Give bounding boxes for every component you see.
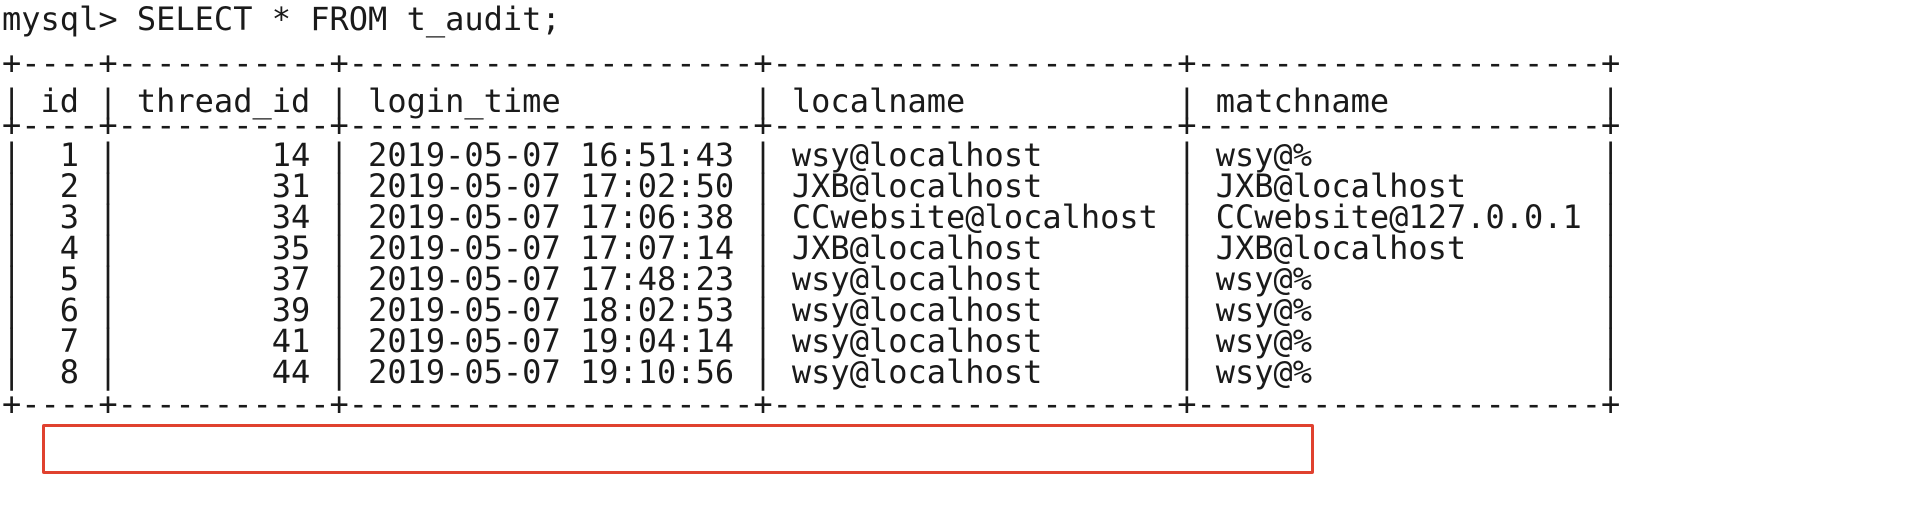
table-row: | 4 | 35 | 2019-05-07 17:07:14 | JXB@loc… bbox=[2, 229, 1621, 267]
table-border-top: +----+-----------+---------------------+… bbox=[2, 44, 1621, 82]
table-border-header: +----+-----------+---------------------+… bbox=[2, 106, 1621, 144]
table-row: | 5 | 37 | 2019-05-07 17:48:23 | wsy@loc… bbox=[2, 260, 1621, 298]
table-border-bottom: +----+-----------+---------------------+… bbox=[2, 385, 1621, 423]
table-row: | 8 | 44 | 2019-05-07 19:10:56 | wsy@loc… bbox=[2, 353, 1621, 391]
table-header-row: | id | thread_id | login_time | localnam… bbox=[2, 82, 1621, 120]
table-row: | 6 | 39 | 2019-05-07 18:02:53 | wsy@loc… bbox=[2, 291, 1621, 329]
table-row: | 3 | 34 | 2019-05-07 17:06:38 | CCwebsi… bbox=[2, 198, 1621, 236]
table-row: | 2 | 31 | 2019-05-07 17:02:50 | JXB@loc… bbox=[2, 167, 1621, 205]
command-line: mysql> SELECT * FROM t_audit; bbox=[2, 0, 561, 38]
table-row: | 7 | 41 | 2019-05-07 19:04:14 | wsy@loc… bbox=[2, 322, 1621, 360]
sql-command: SELECT * FROM t_audit; bbox=[136, 0, 561, 38]
highlighted-row-box bbox=[42, 424, 1314, 474]
table-row: | 1 | 14 | 2019-05-07 16:51:43 | wsy@loc… bbox=[2, 136, 1621, 174]
mysql-prompt: mysql> bbox=[2, 0, 118, 38]
